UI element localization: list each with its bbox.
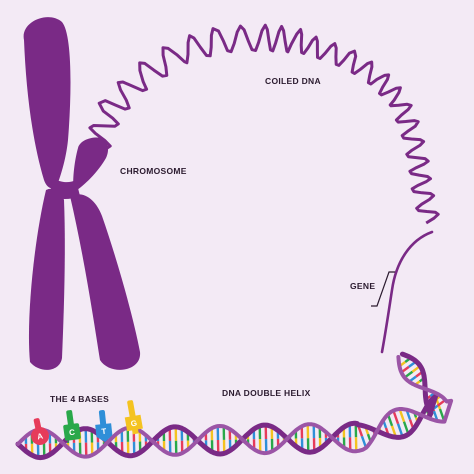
- base-a-letter: A: [36, 431, 44, 441]
- base-t-letter: T: [101, 427, 107, 436]
- helix-rung: [392, 410, 400, 425]
- chromosome: [23, 17, 141, 370]
- chromosome-upper-left-arm: [23, 17, 71, 189]
- gene-bracket: [371, 271, 395, 307]
- chromosome-centromere: [50, 178, 80, 199]
- gene-strand: [380, 230, 434, 354]
- base-g-letter: G: [130, 419, 138, 429]
- base-c: C: [63, 410, 81, 441]
- helix-backbone-back: [16, 355, 454, 459]
- chromosome-upper-right-arm: [73, 137, 109, 192]
- chromosome-label: CHROMOSOME: [120, 166, 187, 176]
- coil-spring: [88, 23, 440, 225]
- base-c-letter: C: [69, 428, 76, 438]
- base-a: A: [31, 418, 49, 445]
- coiled-dna: [88, 23, 440, 225]
- base-t: T: [95, 410, 113, 442]
- chromosome-lower-left-arm: [28, 188, 65, 370]
- the-4-bases-label: THE 4 BASES: [50, 394, 109, 404]
- base-a-shape: [31, 427, 49, 445]
- bases-group: A C T G: [31, 400, 143, 445]
- base-t-shape: [95, 423, 113, 442]
- dna-double-helix: [15, 351, 454, 461]
- chromosome-lower-right-arm: [70, 194, 141, 370]
- base-g: G: [124, 400, 143, 435]
- base-g-shape: [124, 414, 143, 435]
- dna-double-helix-label: DNA DOUBLE HELIX: [222, 388, 311, 398]
- base-c-shape: [63, 423, 81, 441]
- helix-rung: [398, 408, 406, 422]
- coiled-dna-label: COILED DNA: [265, 76, 321, 86]
- gene-label: GENE: [350, 281, 375, 291]
